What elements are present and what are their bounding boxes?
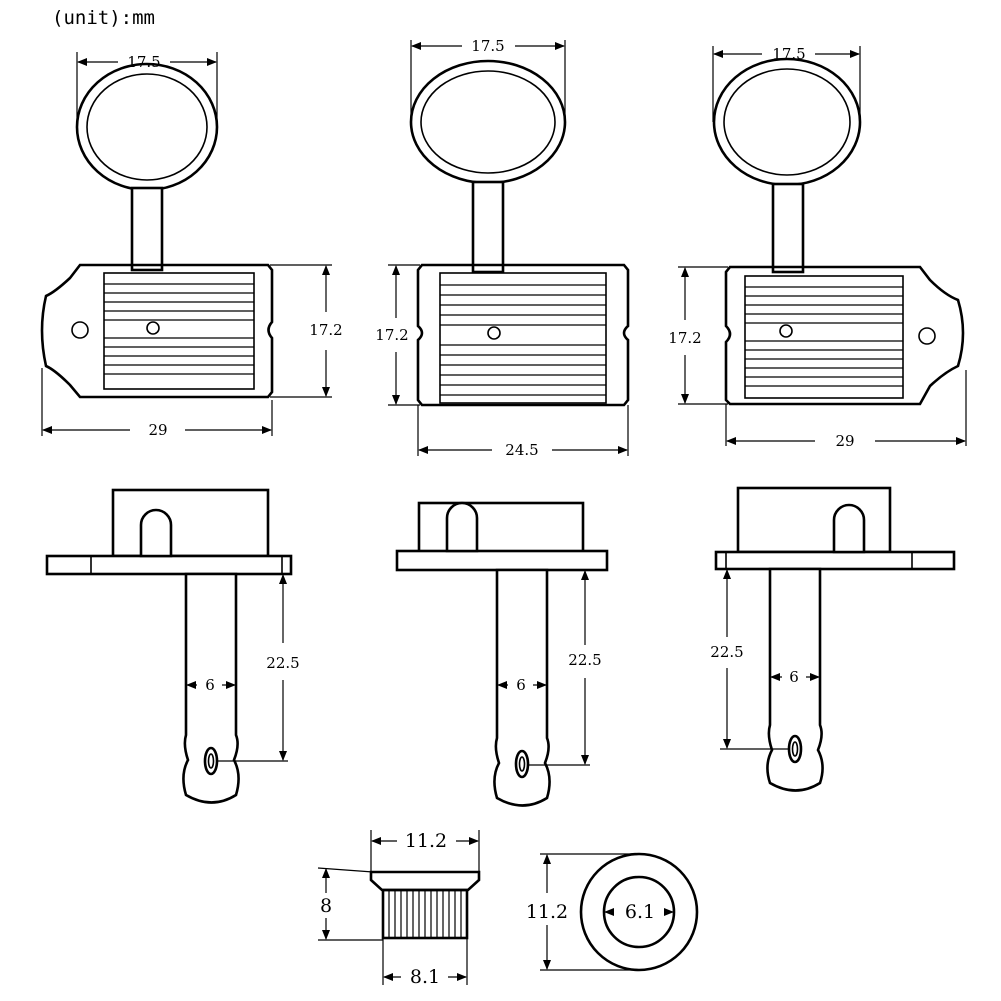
tuner-stem bbox=[471, 180, 505, 274]
housing-ribs bbox=[104, 283, 254, 375]
mount-plate bbox=[714, 550, 956, 571]
housing-ribs bbox=[745, 286, 903, 387]
mount-plate bbox=[45, 554, 293, 576]
top-view-middle: 17.5 17.2 24.5 bbox=[375, 37, 630, 459]
bushing-flange bbox=[369, 870, 481, 892]
button-post bbox=[139, 508, 173, 558]
width-label: 17.5 bbox=[471, 37, 504, 55]
side-view-left: 22.5 6 bbox=[45, 488, 300, 804]
string-hole bbox=[514, 749, 530, 779]
base-label: 29 bbox=[148, 421, 167, 439]
length-label: 22.5 bbox=[266, 654, 299, 672]
length-label: 22.5 bbox=[568, 651, 601, 669]
top-view-right: 17.5 17.2 29 bbox=[668, 45, 967, 450]
tuner-stem bbox=[771, 182, 805, 274]
bushing-top-view: 6.1 11.2 bbox=[526, 852, 699, 972]
housing-block bbox=[111, 488, 270, 558]
side-view-right: 22.5 6 bbox=[710, 486, 956, 792]
gear-housing bbox=[439, 272, 607, 404]
tuner-button-outer bbox=[409, 59, 567, 185]
unit-note: (unit):mm bbox=[52, 7, 155, 29]
tuner-plate bbox=[40, 263, 274, 399]
bushing-height-label: 8 bbox=[320, 895, 332, 917]
bushing-side-view: 11.2 8 8.1 bbox=[317, 830, 481, 988]
mount-plate bbox=[395, 549, 609, 572]
gear-screw bbox=[779, 324, 793, 338]
width-label: 17.5 bbox=[772, 45, 805, 63]
string-post bbox=[766, 567, 824, 792]
bushing-top-width-label: 11.2 bbox=[405, 830, 447, 852]
base-label: 29 bbox=[835, 432, 854, 450]
shaft-label: 6 bbox=[789, 668, 799, 686]
bushing-outer-diameter-label: 11.2 bbox=[526, 901, 568, 923]
gear-screw bbox=[487, 326, 501, 340]
base-label: 24.5 bbox=[505, 441, 538, 459]
mounting-hole bbox=[71, 321, 89, 339]
shaft-label: 6 bbox=[516, 676, 526, 694]
bushing-bottom-width-label: 8.1 bbox=[410, 966, 440, 988]
width-label: 17.5 bbox=[127, 53, 160, 71]
tuner-stem bbox=[130, 186, 164, 272]
shaft-label: 6 bbox=[205, 676, 215, 694]
bushing-knurl bbox=[388, 890, 462, 938]
mounting-hole bbox=[918, 327, 936, 345]
housing-block bbox=[417, 501, 585, 555]
housing-ribs bbox=[440, 284, 606, 396]
gear-screw bbox=[146, 321, 160, 335]
gear-housing bbox=[103, 272, 255, 390]
tuner-button-outer bbox=[75, 62, 219, 192]
tuner-button-inner bbox=[86, 73, 208, 181]
height-label: 17.2 bbox=[668, 329, 701, 347]
height-label: 17.2 bbox=[375, 326, 408, 344]
tuner-plate bbox=[416, 263, 630, 407]
button-post bbox=[445, 501, 479, 553]
top-view-left: 17.5 17.2 29 bbox=[40, 52, 343, 439]
button-post bbox=[832, 503, 866, 554]
tuner-button-inner bbox=[723, 68, 851, 176]
side-view-middle: 22.5 6 bbox=[395, 501, 609, 807]
tuner-button-inner bbox=[420, 70, 556, 174]
string-post bbox=[493, 568, 551, 807]
length-label: 22.5 bbox=[710, 643, 743, 661]
bushing-inner-diameter-label: 6.1 bbox=[625, 901, 655, 923]
string-post bbox=[182, 572, 240, 804]
housing-block bbox=[736, 486, 892, 554]
height-label: 17.2 bbox=[309, 321, 342, 339]
tuner-plate bbox=[724, 265, 965, 406]
gear-housing bbox=[744, 275, 904, 399]
tuner-button-outer bbox=[712, 57, 862, 187]
